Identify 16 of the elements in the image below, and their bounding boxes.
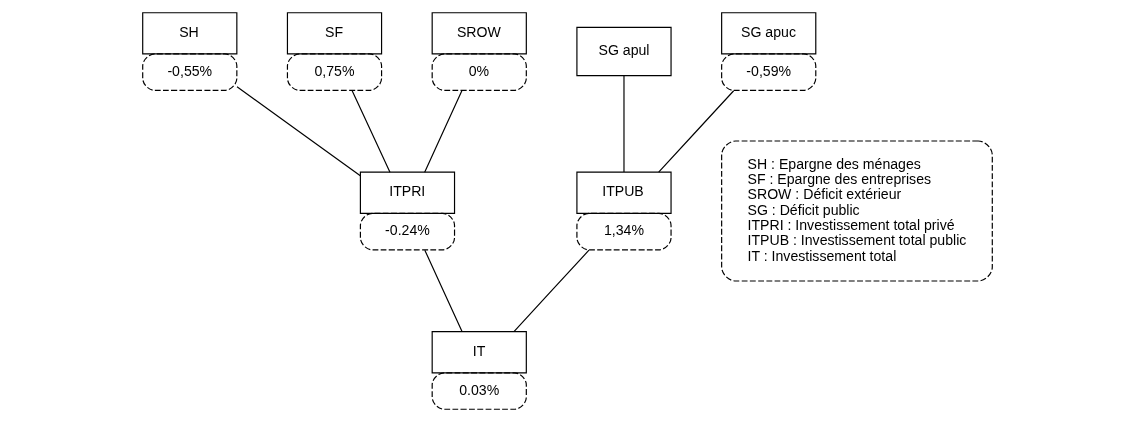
node-box: SG apul [575,26,672,77]
connector [235,86,361,177]
node-box: SH : Epargne des ménages SF : Epargne des entreprises SROW : Déficit extérieur SG : Déficit public ITPRI : Investissement total privé ITPUB : Investissement total public IT : Investissement total [720,140,993,282]
node-label: 0% [468,62,489,79]
connector [351,90,391,173]
node-label: -0.24% [384,222,430,239]
connector [423,249,463,333]
node-label: -0,55% [166,62,212,79]
node-label: -0,59% [745,62,791,79]
connector [622,75,625,173]
connector [423,90,462,173]
connector [657,90,734,173]
node-label: 0,75% [314,62,355,79]
node-label: 0.03% [458,381,499,398]
node-label: 1,34% [603,222,644,239]
connector [512,249,590,333]
